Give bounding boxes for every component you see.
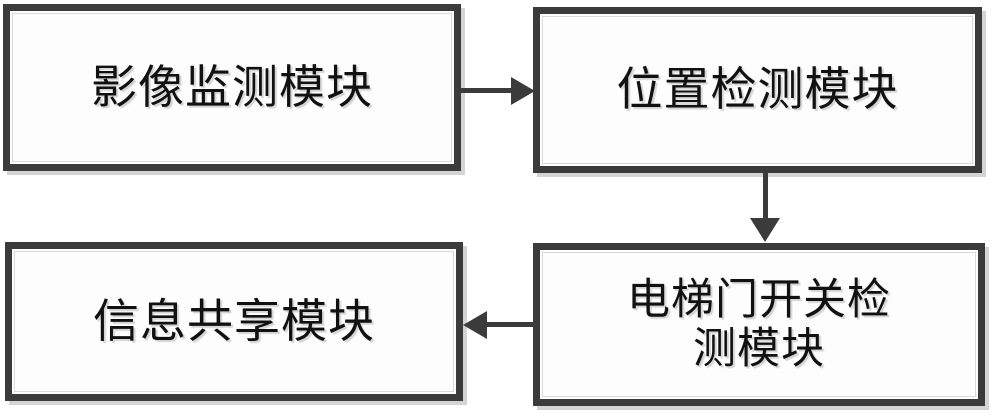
connector-monitor-to-position xyxy=(461,74,539,108)
node-label-door-switch: 电梯门开关检 测模块 xyxy=(627,275,891,374)
node-label-info-share: 信息共享模块 xyxy=(93,293,375,348)
arrow-down-icon xyxy=(750,218,780,242)
connector-door-to-info xyxy=(461,308,539,342)
node-label-image-monitor: 影像监测模块 xyxy=(91,59,373,114)
node-image-monitor[interactable]: 影像监测模块 xyxy=(3,4,461,171)
node-label-position-detect: 位置检测模块 xyxy=(616,62,899,117)
node-info-share[interactable]: 信息共享模块 xyxy=(5,242,463,401)
arrow-left-icon xyxy=(463,311,487,339)
node-position-detect[interactable]: 位置检测模块 xyxy=(533,7,982,173)
connector-line xyxy=(763,171,768,223)
arrow-right-icon xyxy=(511,77,535,105)
node-door-switch[interactable]: 电梯门开关检 测模块 xyxy=(533,243,985,406)
connector-line xyxy=(483,322,539,327)
connector-position-to-door xyxy=(748,171,782,249)
connector-line xyxy=(461,88,517,93)
